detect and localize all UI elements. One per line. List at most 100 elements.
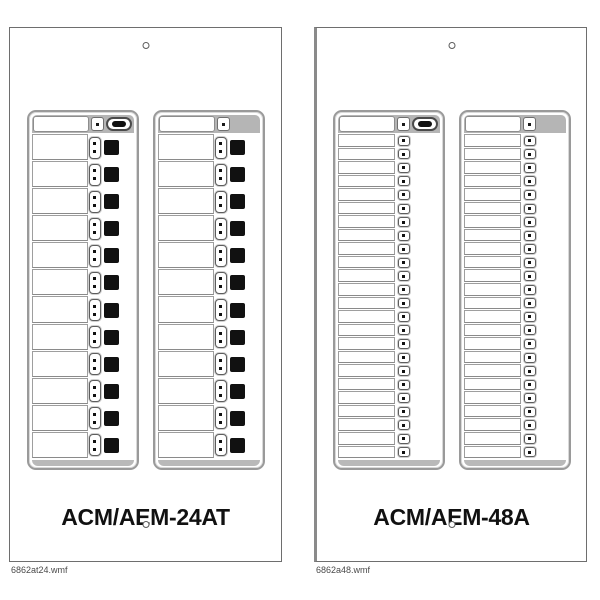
- led-dot-icon: [214, 380, 227, 403]
- module-48a-2: [458, 110, 571, 470]
- row-controls: [396, 391, 412, 405]
- row-controls: [396, 432, 412, 446]
- square-switch-icon[interactable]: [229, 194, 245, 210]
- row-controls: [522, 364, 538, 378]
- module-row: [463, 215, 566, 229]
- row-controls: [88, 351, 134, 378]
- led-dot-icon: [523, 393, 536, 404]
- row-controls: [396, 405, 412, 419]
- module-gutter: [538, 391, 566, 405]
- module-row: [337, 161, 440, 175]
- module-gutter: [412, 161, 440, 175]
- led-dot-icon: [88, 407, 101, 430]
- square-switch-icon[interactable]: [229, 221, 245, 237]
- row-controls: [522, 215, 538, 229]
- led-dot-icon: [523, 149, 536, 160]
- square-switch-icon[interactable]: [103, 437, 119, 453]
- led-dot-icon: [396, 117, 410, 131]
- square-switch-icon[interactable]: [103, 248, 119, 264]
- led-dot-icon: [523, 203, 536, 214]
- module-gutter: [412, 269, 440, 283]
- square-switch-icon[interactable]: [229, 410, 245, 426]
- module-row: [337, 323, 440, 338]
- led-dot-icon: [397, 379, 410, 390]
- row-controls: [88, 161, 134, 188]
- square-switch-icon[interactable]: [229, 167, 245, 183]
- module-gutter: [538, 269, 566, 283]
- label-slot: [337, 364, 395, 377]
- led-dot-icon: [397, 298, 410, 309]
- module-gutter: [538, 378, 566, 392]
- square-switch-icon[interactable]: [103, 302, 119, 318]
- square-switch-icon[interactable]: [103, 140, 119, 156]
- label-slot: [31, 377, 88, 404]
- led-dot-icon: [88, 326, 101, 349]
- header-label-slot: [338, 116, 395, 132]
- figure-acm-aem-48a: ACM/AEM-48A: [314, 27, 587, 562]
- module-group-24at: [10, 110, 281, 470]
- square-switch-icon[interactable]: [229, 329, 245, 345]
- module-rows: [463, 134, 566, 465]
- square-switch-icon[interactable]: [103, 194, 119, 210]
- module-row: [463, 350, 566, 365]
- row-controls: [88, 215, 134, 242]
- row-controls: [214, 405, 260, 432]
- label-slot: [463, 404, 521, 418]
- row-controls: [396, 161, 412, 175]
- square-switch-icon[interactable]: [229, 302, 245, 318]
- oval-button-icon[interactable]: [411, 117, 438, 131]
- label-slot: [157, 215, 214, 242]
- square-switch-icon[interactable]: [229, 383, 245, 399]
- square-switch-icon[interactable]: [103, 167, 119, 183]
- square-switch-icon[interactable]: [229, 275, 245, 291]
- label-slot: [337, 269, 395, 283]
- module-row: [31, 296, 134, 323]
- row-controls: [88, 324, 134, 351]
- module-row: [463, 174, 566, 189]
- led-dot-icon: [397, 203, 410, 214]
- module-row: [157, 323, 260, 351]
- square-switch-icon[interactable]: [229, 248, 245, 264]
- label-slot: [157, 431, 214, 458]
- row-controls: [214, 242, 260, 269]
- module-row: [337, 174, 440, 189]
- label-slot: [337, 377, 395, 391]
- led-dot-icon: [88, 136, 101, 159]
- module-row: [31, 134, 134, 161]
- led-dot-icon: [214, 353, 227, 376]
- row-controls: [522, 161, 538, 175]
- module-gutter: [412, 175, 440, 189]
- square-switch-icon[interactable]: [103, 275, 119, 291]
- square-switch-icon[interactable]: [229, 356, 245, 372]
- module-rows: [157, 134, 260, 465]
- square-switch-icon[interactable]: [103, 383, 119, 399]
- square-switch-icon[interactable]: [229, 140, 245, 156]
- square-switch-icon[interactable]: [229, 437, 245, 453]
- label-slot: [157, 161, 214, 188]
- module-row: [157, 215, 260, 242]
- row-controls: [396, 378, 412, 392]
- module-row: [463, 188, 566, 202]
- label-slot: [337, 445, 395, 459]
- led-dot-icon: [523, 311, 536, 322]
- row-controls: [214, 269, 260, 296]
- led-dot-icon: [397, 325, 410, 336]
- header-spacer: [538, 117, 564, 131]
- module-row: [31, 431, 134, 459]
- label-slot: [463, 350, 521, 364]
- module-row: [31, 323, 134, 351]
- led-dot-icon: [397, 338, 410, 349]
- label-slot: [31, 215, 88, 242]
- square-switch-icon[interactable]: [103, 329, 119, 345]
- module-gutter: [538, 175, 566, 189]
- label-slot: [31, 134, 88, 161]
- square-switch-icon[interactable]: [103, 356, 119, 372]
- square-switch-icon[interactable]: [103, 410, 119, 426]
- row-controls: [522, 418, 538, 432]
- led-dot-icon: [214, 217, 227, 240]
- module-row: [337, 296, 440, 311]
- square-switch-icon[interactable]: [103, 221, 119, 237]
- module-gutter: [538, 432, 566, 446]
- oval-button-icon[interactable]: [105, 117, 132, 131]
